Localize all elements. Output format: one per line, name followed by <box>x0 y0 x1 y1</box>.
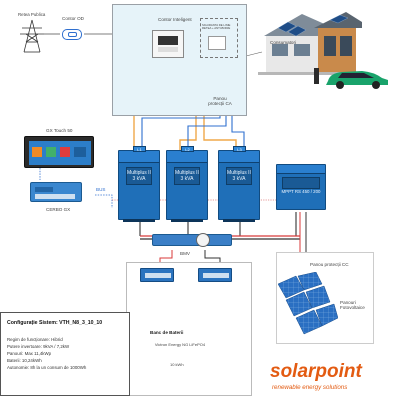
smart-meter-device <box>152 30 184 58</box>
battery-frame <box>126 262 252 396</box>
charger-icon <box>314 68 319 84</box>
gx-touch-device <box>24 136 94 168</box>
brand-logo: solarpoint renewable energy solutions <box>266 358 400 398</box>
inverter-l3-phase: L3 <box>233 146 246 152</box>
brand-name: solarpoint <box>270 361 362 382</box>
brand-tagline: renewable energy solutions <box>272 384 348 391</box>
battery-model: Victron Energy NG LiFePO4 <box>154 342 206 347</box>
power-pylon-icon <box>20 19 44 53</box>
config-line: Putere invertoare: 9kVA / 7,2kW <box>7 344 70 349</box>
consumers-label: Consumatori <box>270 40 297 45</box>
cerbo-label: CERBO GX <box>46 207 71 212</box>
inverter-l2: L2 Multiplus II 3 kVA <box>166 146 208 222</box>
inverter-l1-phase: L1 <box>133 146 146 152</box>
breaker-device <box>208 36 226 50</box>
inverter-l3-name: Multiplus II 3 kVA <box>227 170 251 182</box>
inverter-l1: L1 Multiplus II 3 kVA <box>118 146 160 222</box>
ac-protection-panel <box>112 4 247 116</box>
dc-busbar-device <box>152 234 232 246</box>
mppt-name: MPPT RS 450 / 200 <box>281 189 321 194</box>
battery-title: Banc de Baterii <box>150 330 184 335</box>
breaker-box <box>200 18 238 58</box>
ac-panel-label: Panou protecții CA <box>208 96 232 107</box>
smart-meter-label: Contor Inteligent <box>158 17 192 22</box>
mppt-controller: MPPT RS 450 / 200 <box>276 164 326 210</box>
config-line: Panouri: Max 11,4kWp <box>7 351 52 356</box>
pv-panels-icon <box>278 272 338 335</box>
battery-module-2 <box>198 268 232 282</box>
bus-line <box>95 194 113 208</box>
dc-panel-label: Panou protecții CC <box>310 262 349 267</box>
pv-label: Panouri Fotovoltaice <box>340 300 365 311</box>
bmv-label: BMV <box>180 251 190 256</box>
battery-capacity: 10 kWh <box>170 362 184 367</box>
od-meter-label: Contor OD <box>62 16 84 21</box>
bus-label: BUS <box>96 187 106 192</box>
config-line: Baterii: 10,24kWh <box>7 358 42 363</box>
config-line: Regim de funcționare: Hibrid <box>7 337 63 342</box>
gx-touch-label: GX Touch 50 <box>46 128 73 133</box>
inverter-l3: L3 Multiplus II 3 kVA <box>218 146 260 222</box>
bmv-monitor <box>196 233 210 247</box>
config-line: Autonomie: 8h la un consum de 1000Wh <box>7 365 87 370</box>
od-meter-icon <box>62 29 82 40</box>
house-icon <box>258 12 368 75</box>
configuration-box: Configurație Sistem: VTH_N8_3_10_10 Regi… <box>0 312 130 396</box>
breaker-label: SIGURANTA DE LINIE RETEA + ANTI-BOIRE <box>202 23 231 31</box>
inverter-l2-phase: L2 <box>181 146 194 152</box>
inverter-l2-name: Multiplus II 3 kVA <box>175 170 199 182</box>
config-title: Configurație Sistem: VTH_N8_3_10_10 <box>7 320 103 326</box>
cerbo-gx-device <box>30 182 82 202</box>
battery-module-1 <box>140 268 174 282</box>
inverter-l1-name: Multiplus II 3 kVA <box>127 170 151 182</box>
grid-label: Retea Publica <box>18 12 46 17</box>
ev-car-icon <box>326 71 388 89</box>
